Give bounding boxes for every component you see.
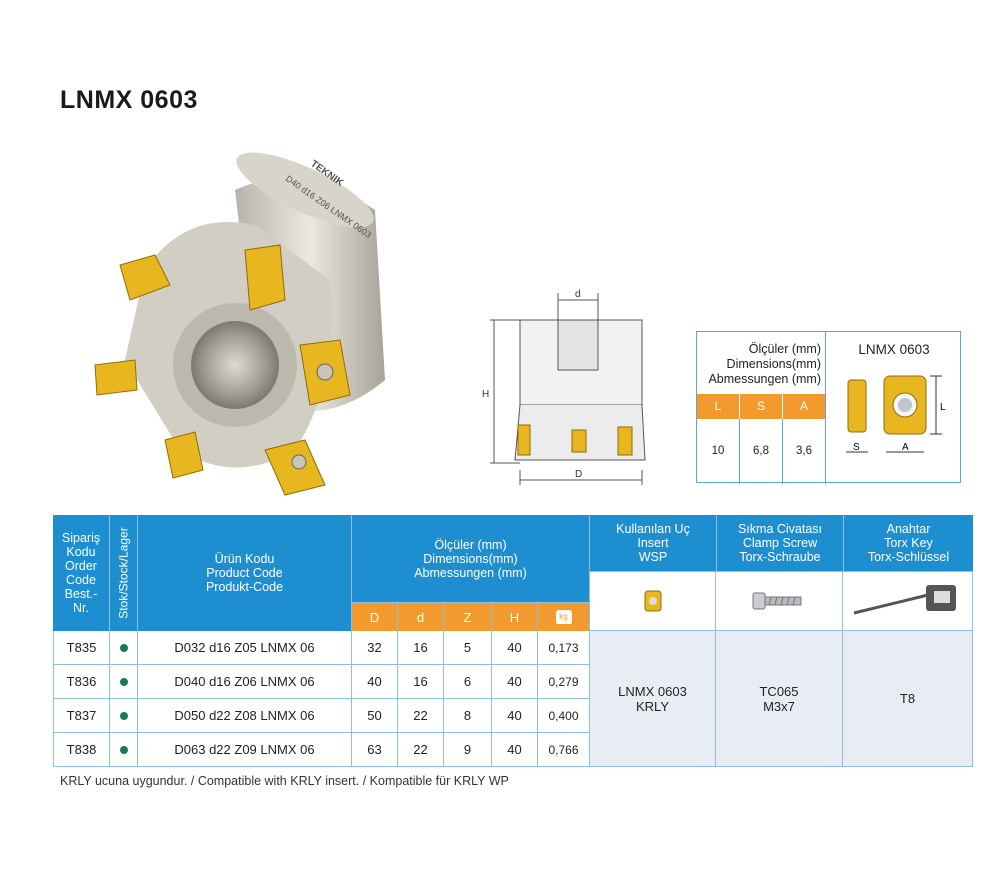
cell-d: 22 [397,699,443,733]
insert-label-L: L [940,402,946,413]
cell-Z: 8 [443,699,491,733]
cell-order: T836 [53,665,109,699]
cell-D: 32 [351,631,397,665]
cell-Z: 9 [443,733,491,767]
dimension-drawing: d H D [482,289,646,485]
insert-image [589,571,716,631]
cell-H: 40 [491,665,537,699]
insert-dims-columns: L S A [697,394,825,419]
insert-dimensions-box: Ölçüler (mm) Dimensions(mm) Abmessungen … [696,331,961,484]
product-table: Sipariş Kodu Order Code Best.- Nr. Stok/… [53,515,973,767]
cell-d: 16 [397,631,443,665]
col-D: D [351,602,397,631]
col-H: H [491,602,537,631]
col-header-stock: Stok/Stock/Lager [109,515,137,631]
cell-Z: 6 [443,665,491,699]
cell-stock [109,631,137,665]
col-d: d [397,602,443,631]
screw-value: TC065 M3x7 [716,631,843,767]
cell-product: D040 d16 Z06 LNMX 06 [137,665,351,699]
cell-product: D032 d16 Z05 LNMX 06 [137,631,351,665]
cell-D: 40 [351,665,397,699]
col-header-screw: Sıkma Civatası Clamp Screw Torx-Schraube [716,515,843,571]
cell-D: 50 [351,699,397,733]
cell-H: 40 [491,631,537,665]
insert-code: LNMX 0603 [858,342,930,357]
weight-icon: kg [555,610,572,624]
label-H: H [482,389,489,400]
cell-product: D063 d22 Z09 LNMX 06 [137,733,351,767]
label-D: D [575,469,582,480]
cell-Z: 5 [443,631,491,665]
cell-product: D050 d22 Z08 LNMX 06 [137,699,351,733]
cell-kg: 0,279 [537,665,589,699]
col-header-insert: Kullanılan Uç Insert WSP [589,515,716,571]
insert-label-A: A [902,442,909,453]
cell-order: T835 [53,631,109,665]
footnote: KRLY ucuna uygundur. / Compatible with K… [60,774,509,788]
stock-available-dot [119,643,128,652]
insert-dims-values: 10 6,8 3,6 [697,419,825,484]
cell-kg: 0,173 [537,631,589,665]
cell-stock [109,699,137,733]
col-weight: kg [537,602,589,631]
insert-dims-header: Ölçüler (mm) Dimensions(mm) Abmessungen … [708,342,821,386]
insert-value: LNMX 0603 KRLY [589,631,716,767]
page-title: LNMX 0603 [60,86,198,114]
cell-kg: 0,400 [537,699,589,733]
cell-order: T838 [53,733,109,767]
insert-drawing: L S A [846,375,946,453]
col-header-key: Anahtar Torx Key Torx-Schlüssel [843,515,973,571]
stock-available-dot [119,711,128,720]
col-Z: Z [443,602,491,631]
col-header-product: Ürün Kodu Product Code Produkt-Code [137,515,351,631]
torx-key-image [843,571,973,631]
key-value: T8 [843,631,973,767]
stock-available-dot [119,677,128,686]
cell-order: T837 [53,699,109,733]
col-header-dimensions: Ölçüler (mm) Dimensions(mm) Abmessungen … [351,515,589,602]
cell-d: 22 [397,733,443,767]
cell-H: 40 [491,733,537,767]
stock-available-dot [119,745,128,754]
screw-image [716,571,843,631]
cell-stock [109,665,137,699]
cell-H: 40 [491,699,537,733]
milling-cutter-image: D40 d16 Z06 LNMX 0603 TEKNIK [94,152,385,496]
insert-label-S: S [853,442,860,453]
cell-d: 16 [397,665,443,699]
cell-stock [109,733,137,767]
col-header-order: Sipariş Kodu Order Code Best.- Nr. [53,515,109,631]
cell-D: 63 [351,733,397,767]
cell-kg: 0,766 [537,733,589,767]
label-d: d [575,289,581,300]
